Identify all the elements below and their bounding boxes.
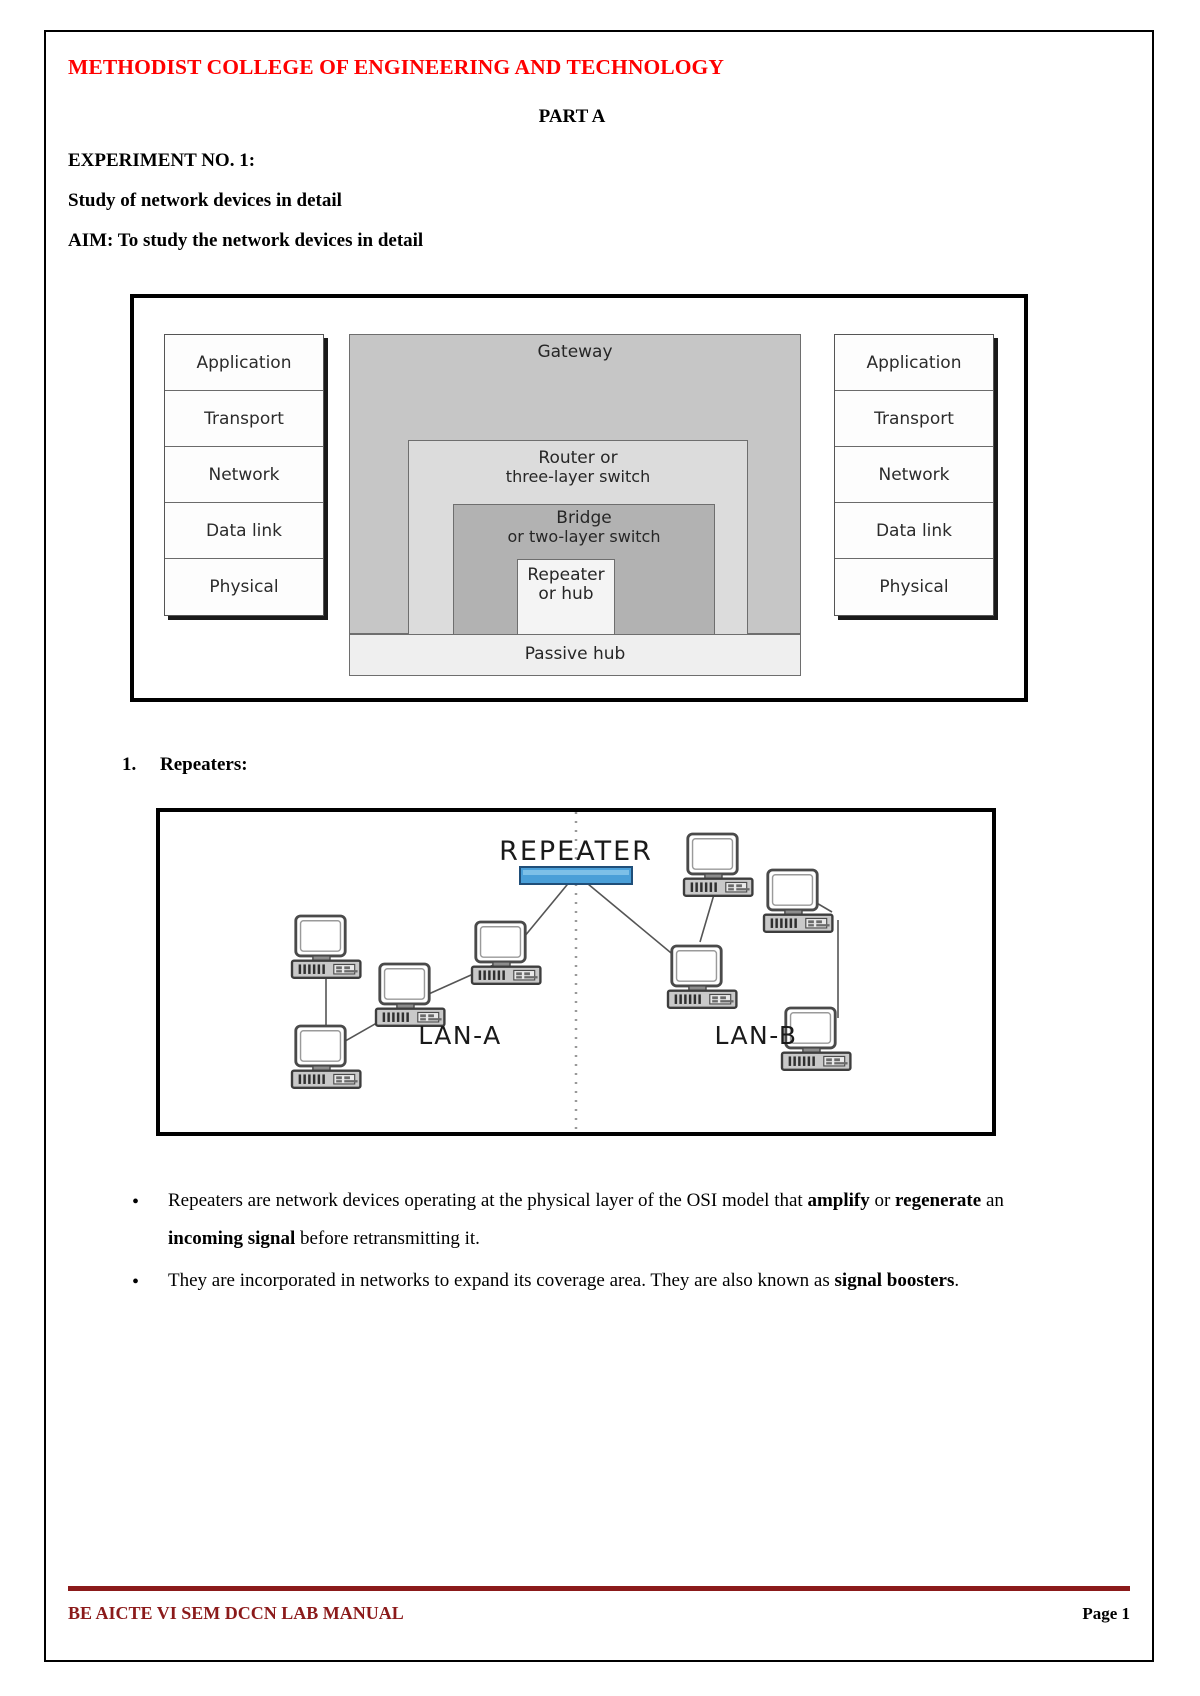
section-heading-repeaters: 1. Repeaters: <box>122 754 1130 776</box>
bullet-text-2: They are incorporated in networks to exp… <box>168 1269 960 1291</box>
router-label-line1: Router or <box>538 447 618 468</box>
bullet-text-1: Repeaters are network devices operating … <box>168 1189 1004 1249</box>
bridge-label-line2: or two-layer switch <box>507 527 661 547</box>
device-box-router: Router or three-layer switch Bridge or t… <box>408 439 748 637</box>
osi-layer-network-right: Network <box>835 446 993 503</box>
section-title: Repeaters: <box>160 753 248 775</box>
repeater-label-line1: Repeater <box>527 564 605 585</box>
repeater-label-line2: or hub <box>538 584 594 605</box>
footer-divider <box>68 1586 1130 1591</box>
bridge-label-line1: Bridge <box>556 507 612 528</box>
computer-icon-lan-a-3 <box>374 962 446 1027</box>
computer-icon-lan-b-3 <box>666 944 738 1009</box>
repeater-bullet-list: Repeaters are network devices operating … <box>118 1182 1038 1302</box>
computer-icon-lan-b-2 <box>762 868 834 933</box>
device-box-gateway: Gateway Router or three-layer switch Bri… <box>349 333 801 637</box>
device-box-bridge: Bridge or two-layer switch Repeater or h… <box>453 503 715 637</box>
osi-stack-right: Application Transport Network Data link … <box>834 333 994 616</box>
router-label-line2: three-layer switch <box>505 467 651 487</box>
repeater-title-label: REPEATER <box>499 836 653 867</box>
osi-layer-application-right: Application <box>835 334 993 391</box>
osi-layer-network-left: Network <box>165 446 323 503</box>
osi-layer-datalink-left: Data link <box>165 502 323 559</box>
lan-a-label: LAN-A <box>418 1021 501 1050</box>
aim-line: AIM: To study the network devices in det… <box>68 229 424 251</box>
osi-layer-physical-right: Physical <box>835 558 993 615</box>
list-item: They are incorporated in networks to exp… <box>118 1262 1038 1302</box>
osi-layer-physical-left: Physical <box>165 558 323 615</box>
list-item: Repeaters are network devices operating … <box>118 1182 1038 1258</box>
page-content: METHODIST COLLEGE OF ENGINEERING AND TEC… <box>68 55 1130 1646</box>
footer-page-number: Page 1 <box>1082 1604 1130 1623</box>
part-label: PART A <box>538 105 606 127</box>
osi-layer-transport-right: Transport <box>835 390 993 447</box>
experiment-title: Study of network devices in detail <box>68 189 342 211</box>
computer-icon-lan-b-1 <box>682 832 754 897</box>
computer-icon-lan-a-4 <box>470 920 542 985</box>
computer-icon-lan-a-2 <box>290 1024 362 1089</box>
lan-b-label: LAN-B <box>714 1021 797 1050</box>
osi-layer-datalink-right: Data link <box>835 502 993 559</box>
computer-icon-lan-a-1 <box>290 914 362 979</box>
repeater-device-bar <box>519 865 633 885</box>
page-footer: BE AICTE VI SEM DCCN LAB MANUAL Page 1 <box>68 1586 1130 1624</box>
osi-stack-left: Application Transport Network Data link … <box>164 333 324 616</box>
section-number: 1. <box>122 753 137 775</box>
footer-manual-label: BE AICTE VI SEM DCCN LAB MANUAL <box>68 1603 404 1623</box>
document-page: METHODIST COLLEGE OF ENGINEERING AND TEC… <box>44 30 1154 1662</box>
gateway-label: Gateway <box>537 341 613 362</box>
osi-layer-application-left: Application <box>165 334 323 391</box>
device-box-repeater: Repeater or hub <box>517 558 615 637</box>
footer-row: BE AICTE VI SEM DCCN LAB MANUAL Page 1 <box>68 1603 1130 1624</box>
repeater-network-figure: REPEATER LAN-A LAN-B <box>156 807 996 1136</box>
experiment-number: EXPERIMENT NO. 1: <box>68 149 256 171</box>
osi-layer-transport-left: Transport <box>165 390 323 447</box>
osi-device-figure: Application Transport Network Data link … <box>130 293 1028 702</box>
college-title: METHODIST COLLEGE OF ENGINEERING AND TEC… <box>68 55 724 79</box>
passive-hub-label: Passive hub <box>524 643 626 664</box>
device-box-passive-hub: Passive hub <box>349 633 801 676</box>
